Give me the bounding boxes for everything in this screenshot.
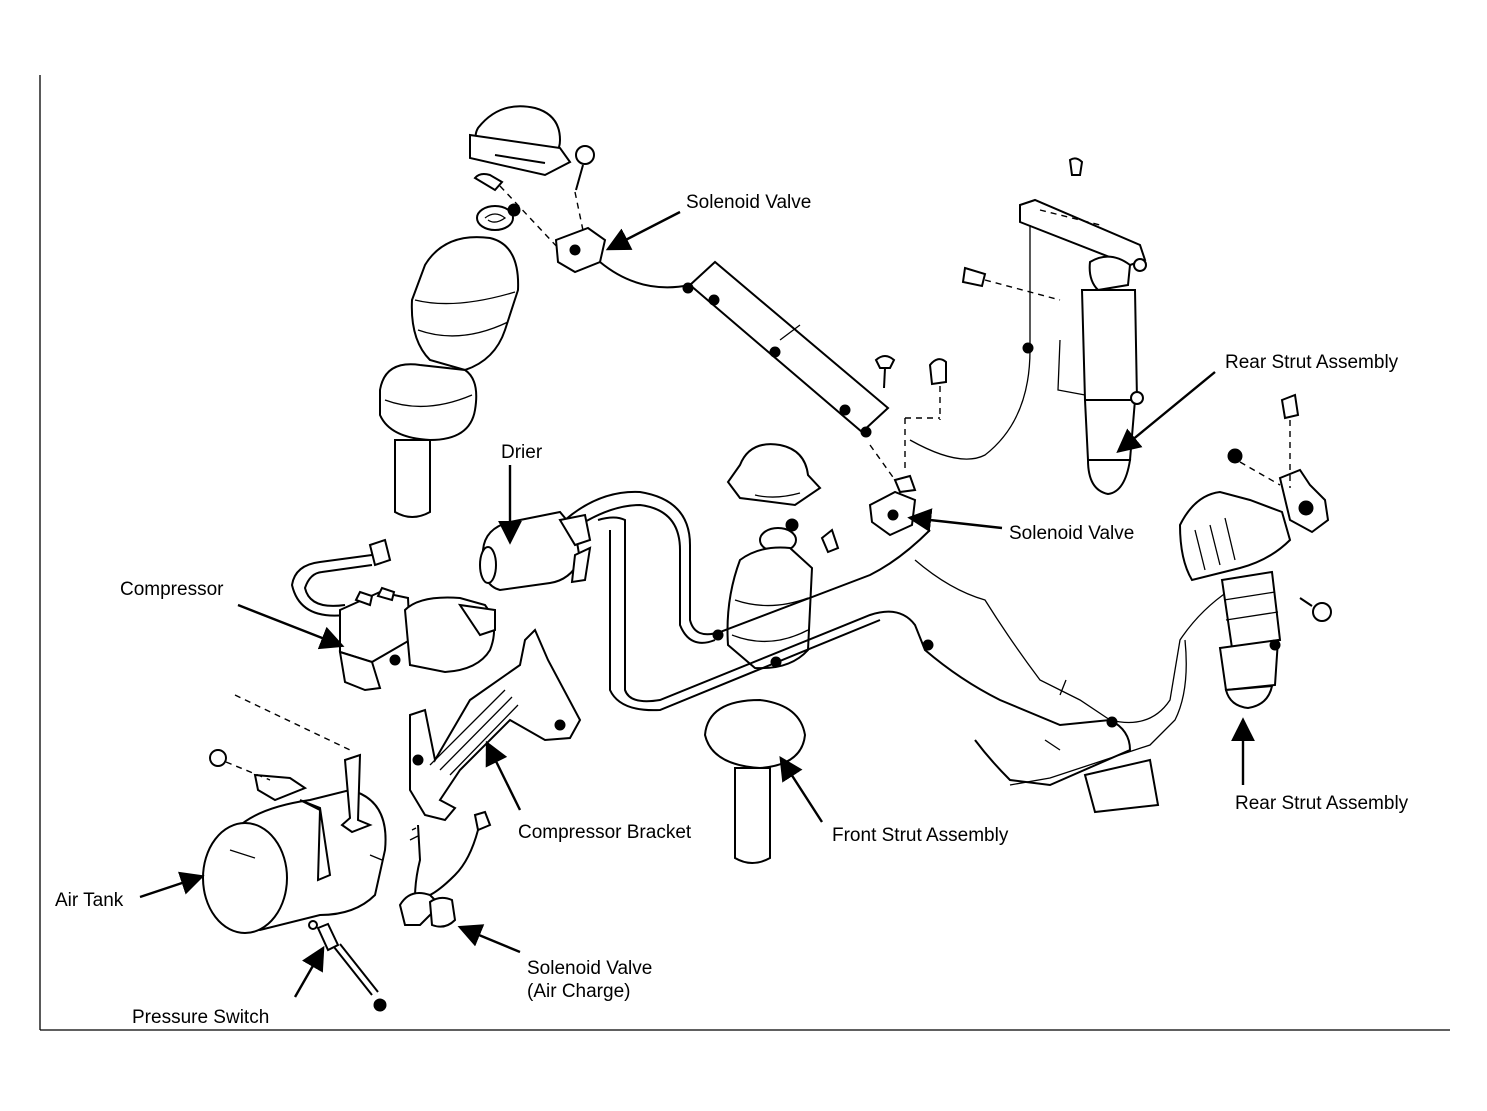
label-solenoid-valve-air-charge-1: Solenoid Valve	[527, 958, 652, 979]
label-rear-strut-lower: Rear Strut Assembly	[1235, 793, 1409, 814]
label-drier: Drier	[501, 442, 543, 463]
label-pressure-switch: Pressure Switch	[132, 1007, 269, 1028]
compressor-bracket-part	[409, 628, 582, 822]
label-solenoid-valve-air-charge-2: (Air Charge)	[527, 981, 630, 1002]
left-front-strut-assembly	[379, 105, 595, 518]
rear-strut-lower-part	[1178, 393, 1332, 710]
solenoid-valve-air-charge-part	[398, 810, 492, 928]
rear-strut-upper-part	[909, 157, 1147, 496]
solenoid-valve-top-part	[554, 226, 691, 289]
label-rear-strut-upper: Rear Strut Assembly	[1225, 352, 1399, 373]
center-fasteners	[874, 355, 947, 470]
compressor-part	[290, 538, 496, 692]
label-solenoid-valve-mid: Solenoid Valve	[1009, 523, 1134, 544]
air-lines	[564, 490, 1231, 814]
pressure-switch-part	[308, 920, 387, 1012]
callout-arrows	[139, 210, 1255, 998]
label-front-strut: Front Strut Assembly	[832, 825, 1009, 846]
drier-part	[479, 510, 592, 592]
air-tank-part	[202, 694, 387, 934]
label-air-tank: Air Tank	[55, 890, 124, 911]
label-solenoid-valve-top: Solenoid Valve	[686, 192, 811, 213]
solenoid-valve-mid-part	[868, 444, 917, 537]
front-strut-center-part	[703, 443, 840, 864]
label-compressor-bracket: Compressor Bracket	[518, 822, 692, 843]
air-line-cylinder	[682, 260, 890, 438]
label-compressor: Compressor	[120, 579, 224, 600]
